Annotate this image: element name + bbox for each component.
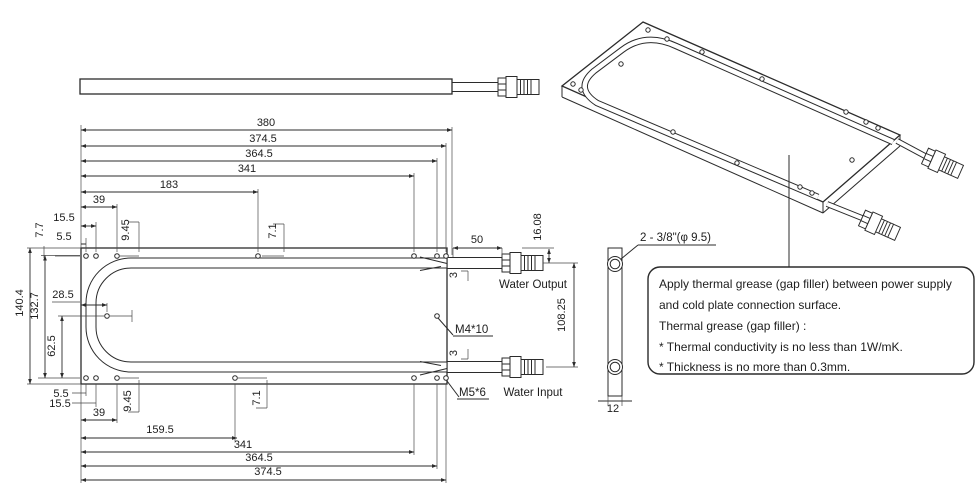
dim-183: 183 [160, 179, 178, 191]
note-line-4: * Thermal conductivity is no less than 1… [659, 340, 903, 354]
dim-374-5-top: 374.5 [249, 133, 277, 145]
water-channel-inner [86, 258, 447, 372]
end-view-body [607, 247, 623, 397]
iso-fitting-bottom [857, 208, 903, 244]
side-view-plate-body [79, 78, 453, 95]
end-view-port-top-bore [609, 258, 621, 270]
label-m4-screw: M4*10 [455, 324, 488, 336]
dim-3-bottom: 3 [448, 350, 460, 356]
label-fitting-size: 2 - 3/8"(φ 9.5) [640, 232, 711, 244]
dim-364-5-top: 364.5 [245, 148, 273, 160]
water-input-fitting [501, 356, 544, 378]
iso-hose-top-inner [896, 139, 926, 158]
side-view-tube [452, 82, 498, 92]
note-line-2: and cold plate connection surface. [659, 298, 841, 312]
mounting-holes [83, 253, 449, 381]
iso-fitting-top [920, 146, 966, 182]
note-box-frame [647, 266, 975, 375]
iso-hose-bottom-inner [826, 202, 863, 220]
dim-39-bottom: 39 [93, 407, 105, 419]
label-water-output: Water Output [499, 279, 568, 291]
dim-28-5: 28.5 [52, 289, 73, 301]
dim-39-top: 39 [93, 194, 105, 206]
plan-view [80, 247, 544, 385]
dim-7-1-bottom: 7.1 [251, 390, 263, 405]
dim-50: 50 [471, 234, 483, 246]
dim-364-5-bottom: 364.5 [245, 452, 273, 464]
water-output-fitting [501, 252, 544, 274]
input-hose-braid [446, 361, 503, 373]
dim-140-4: 140.4 [14, 289, 26, 317]
dim-159-5: 159.5 [146, 424, 174, 436]
dim-15-5-top: 15.5 [53, 212, 74, 224]
dim-5-5-top: 5.5 [56, 231, 71, 243]
label-m5-screw: M5*6 [459, 387, 486, 399]
dimensions-left: 140.4 132.7 62.5 28.5 [14, 247, 108, 385]
iso-mounting-holes [570, 27, 881, 196]
side-view [79, 76, 540, 98]
dim-108-25: 108.25 [556, 298, 568, 332]
tube-solder-notches [419, 256, 448, 376]
dimensions-bottom: 5.5 15.5 39 9.45 7.1 159.5 341 364.5 374… [49, 388, 447, 482]
end-view-port-bottom-bore [609, 361, 621, 373]
note-line-1: Apply thermal grease (gap filler) betwee… [659, 277, 952, 291]
dim-3-top: 3 [448, 272, 460, 278]
dim-9-45-top: 9.45 [120, 219, 132, 240]
dim-5-5-bottom: 5.5 [53, 388, 68, 400]
iso-thickness-edges [561, 86, 901, 214]
dimensions-top: 380 374.5 364.5 341 183 39 15.5 5.5 7.7 … [34, 117, 551, 264]
dim-341-top: 341 [238, 163, 256, 175]
dim-132-7: 132.7 [29, 292, 41, 320]
dim-341-bottom: 341 [234, 439, 252, 451]
dim-9-45-bottom: 9.45 [122, 390, 134, 411]
output-hose-braid [446, 257, 503, 269]
dim-7-7: 7.7 [34, 222, 46, 237]
dim-16-08: 16.08 [532, 213, 544, 241]
extension-lines [27, 125, 578, 483]
note-line-3: Thermal grease (gap filler) : [659, 319, 806, 333]
dim-12: 12 [607, 403, 619, 415]
isometric-view [560, 21, 966, 267]
water-channel-outer [85, 257, 447, 373]
note-line-5: * Thickness is no more than 0.3mm. [659, 360, 850, 374]
dimensions-right: 108.25 3 3 M4*10 M5*6 Water Output Water… [437, 262, 576, 400]
dim-374-5-bottom: 374.5 [254, 466, 282, 478]
iso-channel-inner [582, 37, 894, 200]
end-view: 12 2 - 3/8"(φ 9.5) [598, 232, 716, 415]
dim-7-1-top: 7.1 [267, 223, 279, 238]
dim-15-5-bottom: 15.5 [49, 398, 70, 410]
dim-380: 380 [257, 117, 275, 129]
label-water-input: Water Input [503, 387, 563, 399]
dim-62-5: 62.5 [46, 335, 58, 356]
note-box: Apply thermal grease (gap filler) betwee… [647, 266, 975, 375]
side-view-hose-fitting [497, 76, 540, 98]
